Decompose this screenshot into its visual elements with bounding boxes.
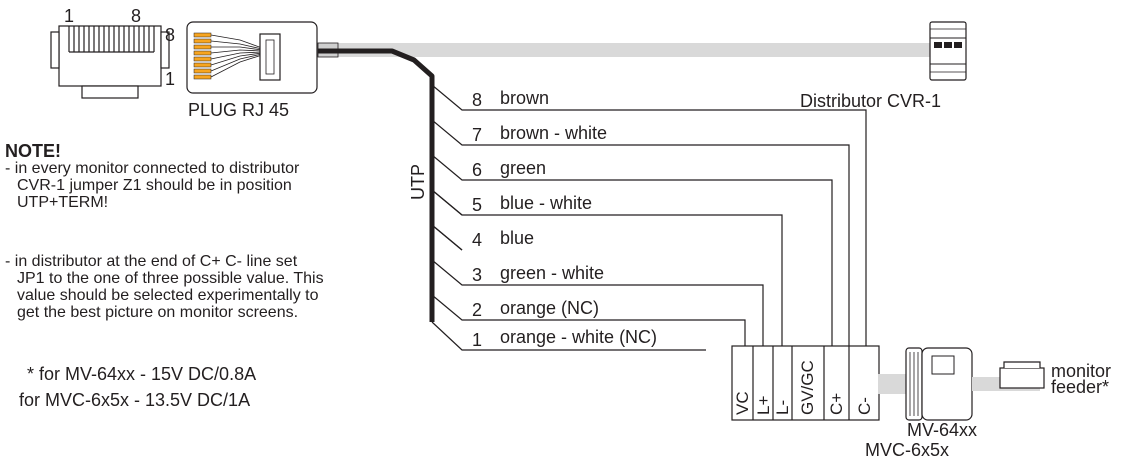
cable-to-distributor <box>318 43 930 57</box>
note-item1-line1: - in every monitor connected to distribu… <box>5 160 300 177</box>
terminal-c-plus: C+ <box>827 393 846 415</box>
pin-1-label: 1 <box>64 6 74 26</box>
wire-4-num: 4 <box>472 230 482 250</box>
wire-4-color: blue <box>500 228 534 248</box>
wire-2-color: orange (NC) <box>500 298 599 318</box>
wire-3-num: 3 <box>472 265 482 285</box>
distributor-label: Distributor CVR-1 <box>800 91 941 111</box>
monitor-model-1: MV-64xx <box>907 420 977 440</box>
wire-lines <box>431 84 867 374</box>
feeder-label-1: monitor <box>1051 361 1111 381</box>
wire-1-num: 1 <box>472 330 482 350</box>
distributor-icon <box>929 21 967 81</box>
wire-labels: 8 brown 7 brown - white 6 green 5 blue -… <box>472 88 657 350</box>
wire-8-num: 8 <box>472 90 482 110</box>
wire-7-num: 7 <box>472 125 482 145</box>
note-block: NOTE! - in every monitor connected to di… <box>5 141 324 410</box>
wire-7-color: brown - white <box>500 123 607 143</box>
monitor-model-2: MVC-6x5x <box>865 440 949 459</box>
terminal-gv-gc: GV/GC <box>798 360 817 415</box>
side-pin-1-label: 1 <box>165 69 175 89</box>
wire-6-color: green <box>500 158 546 178</box>
wire-8-color: brown <box>500 88 549 108</box>
note-title: NOTE! <box>5 141 61 161</box>
note-item2-line3: value should be selected experimentally … <box>17 287 319 304</box>
note-item1-line2: CVR-1 jumper Z1 should be in position <box>17 177 292 194</box>
feeder-icon <box>999 361 1045 389</box>
wire-5-color: blue - white <box>500 193 592 213</box>
power-line-2: for MVC-6x5x - 13.5V DC/1A <box>19 390 250 410</box>
power-line-1: * for MV-64xx - 15V DC/0.8A <box>27 364 256 384</box>
utp-cable <box>318 48 435 322</box>
wire-3-color: green - white <box>500 263 604 283</box>
note-item2-line1: - in distributor at the end of C+ C- lin… <box>5 253 298 270</box>
terminal-l-plus: L+ <box>754 396 773 415</box>
wire-2-num: 2 <box>472 300 482 320</box>
plug-label: PLUG RJ 45 <box>188 100 289 120</box>
terminal-c-minus: C- <box>855 397 874 415</box>
terminal-l-minus: L- <box>773 400 792 415</box>
side-pin-8-label: 8 <box>165 25 175 45</box>
pin-8-label: 8 <box>131 6 141 26</box>
terminal-block: VC L+ L- GV/GC C+ C- <box>731 345 880 421</box>
note-item2-line2: JP1 to the one of three possible value. … <box>17 270 324 287</box>
feeder-label-2: feeder* <box>1051 377 1109 397</box>
note-item1-line3: UTP+TERM! <box>17 194 108 211</box>
monitor-icon <box>878 347 973 421</box>
wire-1-color: orange - white (NC) <box>500 327 657 347</box>
wire-5-num: 5 <box>472 195 482 215</box>
utp-label: UTP <box>408 164 428 200</box>
rj45-plug-icon <box>186 21 318 94</box>
rj45-front-view-icon <box>50 25 170 99</box>
wire-6-num: 6 <box>472 160 482 180</box>
terminal-vc: VC <box>733 391 752 415</box>
note-item2-line4: get the best picture on monitor screens. <box>17 304 298 321</box>
